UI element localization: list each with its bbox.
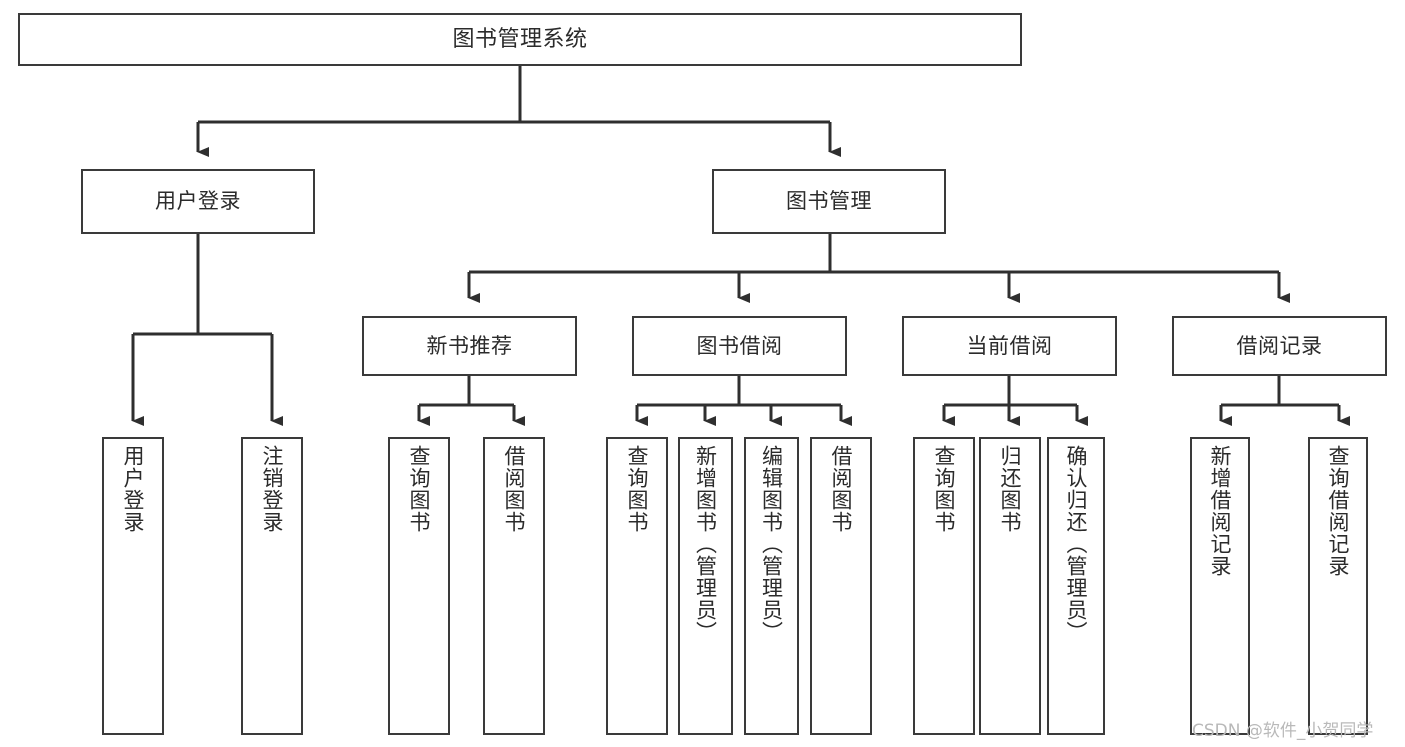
node-label: 新增借阅记录 [1208,445,1233,577]
node-label: 查询借阅记录 [1326,445,1351,577]
node-label: 查询图书 [625,445,650,533]
leaf-borrow-books[interactable]: 借阅图书 [810,437,872,735]
node-label: 归还图书 [998,445,1023,533]
node-label: 图书管理 [786,189,872,214]
node-label: 图书管理系统 [452,26,588,52]
leaf-confirm-return-admin[interactable]: 确认归还（管理员） [1047,437,1105,735]
leaf-query-books-borrow[interactable]: 查询图书 [606,437,668,735]
node-label: 确认归还（管理员） [1064,445,1089,643]
node-label: 查询图书 [407,445,432,533]
leaf-query-borrowing-record[interactable]: 查询借阅记录 [1308,437,1368,735]
node-book-management[interactable]: 图书管理 [712,169,946,234]
node-label: 新书推荐 [426,333,513,358]
node-borrowing-records[interactable]: 借阅记录 [1172,316,1387,376]
node-label: 当前借阅 [966,333,1053,358]
leaf-add-borrowing-record[interactable]: 新增借阅记录 [1190,437,1250,735]
leaf-borrow-books-new[interactable]: 借阅图书 [483,437,545,735]
leaf-add-book-admin[interactable]: 新增图书（管理员） [678,437,733,735]
leaf-logout[interactable]: 注销登录 [241,437,303,735]
leaf-query-books-new[interactable]: 查询图书 [388,437,450,735]
watermark: CSDN @软件_小贺同学 [1192,721,1374,741]
node-label: 图书借阅 [696,333,783,358]
leaf-user-login[interactable]: 用户登录 [102,437,164,735]
node-label: 编辑图书（管理员） [759,445,784,643]
node-label: 借阅图书 [502,445,527,533]
node-book-management-system[interactable]: 图书管理系统 [18,13,1022,66]
leaf-edit-book-admin[interactable]: 编辑图书（管理员） [744,437,799,735]
node-label: 查询图书 [932,445,957,533]
node-label: 借阅记录 [1236,333,1323,358]
leaf-query-books-current[interactable]: 查询图书 [913,437,975,735]
node-new-book-recommendation[interactable]: 新书推荐 [362,316,577,376]
node-label: 借阅图书 [829,445,854,533]
node-book-borrowing[interactable]: 图书借阅 [632,316,847,376]
node-current-borrowing[interactable]: 当前借阅 [902,316,1117,376]
node-label: 注销登录 [260,445,285,533]
node-label: 用户登录 [155,189,241,214]
node-user-login[interactable]: 用户登录 [81,169,315,234]
node-label: 新增图书（管理员） [693,445,718,643]
leaf-return-books[interactable]: 归还图书 [979,437,1041,735]
node-label: 用户登录 [121,445,146,533]
